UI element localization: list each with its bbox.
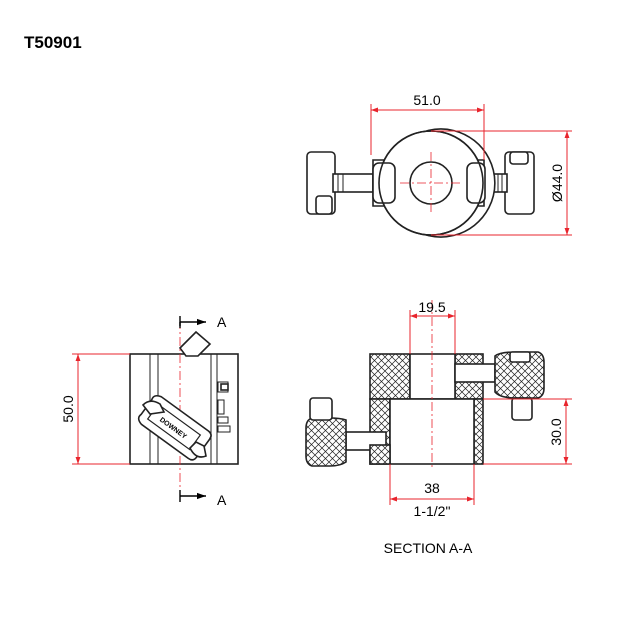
dimension-section-bottom: 38 1-1/2" — [389, 464, 475, 519]
dimension-top-diameter-label: Ø44.0 — [549, 164, 565, 202]
section-view: 19.5 38 1-1/2" 30.0 SECTION A-A — [305, 299, 572, 556]
dimension-section-bottom-in-label: 1-1/2" — [414, 503, 451, 519]
dimension-section-height: 30.0 — [483, 398, 572, 465]
section-mark-top: A — [179, 314, 227, 330]
section-mark-bottom-label: A — [217, 492, 227, 508]
dimension-top-diameter: Ø44.0 — [431, 130, 572, 236]
dimension-section-height-label: 30.0 — [548, 418, 564, 445]
side-view-handle-wing — [141, 400, 166, 415]
dimension-section-bore-label: 19.5 — [418, 299, 445, 315]
side-view-stub — [178, 330, 212, 357]
top-view-left-knob — [306, 151, 374, 215]
section-body-upper-left — [369, 353, 411, 400]
part-number-title: T50901 — [24, 33, 82, 52]
section-left-knob — [305, 397, 391, 467]
dimension-side-height-label: 50.0 — [60, 395, 76, 422]
dimension-section-bottom-mm-label: 38 — [424, 480, 440, 496]
section-caption: SECTION A-A — [384, 540, 473, 556]
dimension-section-bore: 19.5 — [409, 299, 456, 354]
section-mark-top-label: A — [217, 314, 227, 330]
section-right-knob — [454, 351, 545, 421]
section-mark-bottom: A — [179, 490, 227, 508]
dimension-side-height: 50.0 — [60, 353, 130, 465]
dimension-top-width: 51.0 — [370, 92, 485, 160]
side-view: DOWNEY A A 50.0 — [60, 314, 239, 508]
top-view: 51.0 Ø44.0 — [306, 92, 572, 238]
dimension-top-width-label: 51.0 — [413, 92, 440, 108]
section-bore — [409, 353, 456, 400]
